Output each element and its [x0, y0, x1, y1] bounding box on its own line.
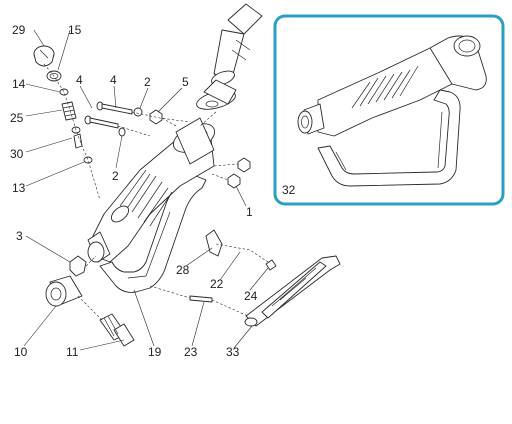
swivel-elbow-10	[45, 275, 83, 307]
callout-14: 14	[12, 77, 26, 91]
nut-1-upper	[237, 157, 251, 173]
callout-3: 3	[16, 229, 23, 243]
callout-4-right: 4	[110, 73, 117, 87]
callout-22: 22	[210, 277, 224, 291]
pin-23	[189, 295, 213, 303]
washer-14	[59, 88, 69, 96]
callout-4-left: 4	[76, 73, 83, 87]
cap-29	[33, 45, 55, 67]
callout-11: 11	[66, 345, 79, 359]
clip-28	[205, 229, 223, 257]
nozzle-body	[87, 117, 216, 293]
callout-29: 29	[12, 23, 26, 37]
callout-1: 1	[246, 205, 253, 219]
valve-30	[71, 126, 83, 149]
callout-labels: 29 15 14 4 4 2 5 25 30 2 13 3 1 28 22 24…	[10, 23, 296, 359]
callout-32: 32	[282, 183, 296, 197]
callout-2-upper: 2	[144, 75, 151, 89]
washer-2-lower	[118, 127, 126, 137]
callout-30: 30	[10, 147, 24, 161]
callout-24: 24	[244, 289, 258, 303]
callout-15: 15	[68, 23, 82, 37]
callout-28: 28	[176, 263, 190, 277]
screw-4-upper	[96, 101, 133, 115]
callout-33: 33	[226, 345, 240, 359]
washer-13	[83, 156, 93, 164]
screw-4-lower	[84, 115, 119, 129]
hose-fitting-11	[99, 313, 135, 347]
inset-assembled-nozzle	[297, 35, 487, 187]
leader-lines	[23, 29, 269, 351]
pin-24	[265, 259, 277, 271]
callout-23: 23	[184, 345, 198, 359]
washer-2-upper	[133, 107, 143, 117]
callout-2-lower: 2	[112, 169, 119, 183]
callout-25: 25	[10, 111, 24, 125]
nut-1-lower	[227, 173, 241, 189]
fitting-3	[69, 255, 87, 277]
callout-19: 19	[148, 345, 162, 359]
callout-13: 13	[12, 181, 26, 195]
spout-tube	[196, 3, 263, 110]
callout-10: 10	[14, 345, 28, 359]
spring-25	[61, 101, 77, 121]
callout-5: 5	[182, 75, 189, 89]
trigger-lever	[244, 255, 341, 327]
